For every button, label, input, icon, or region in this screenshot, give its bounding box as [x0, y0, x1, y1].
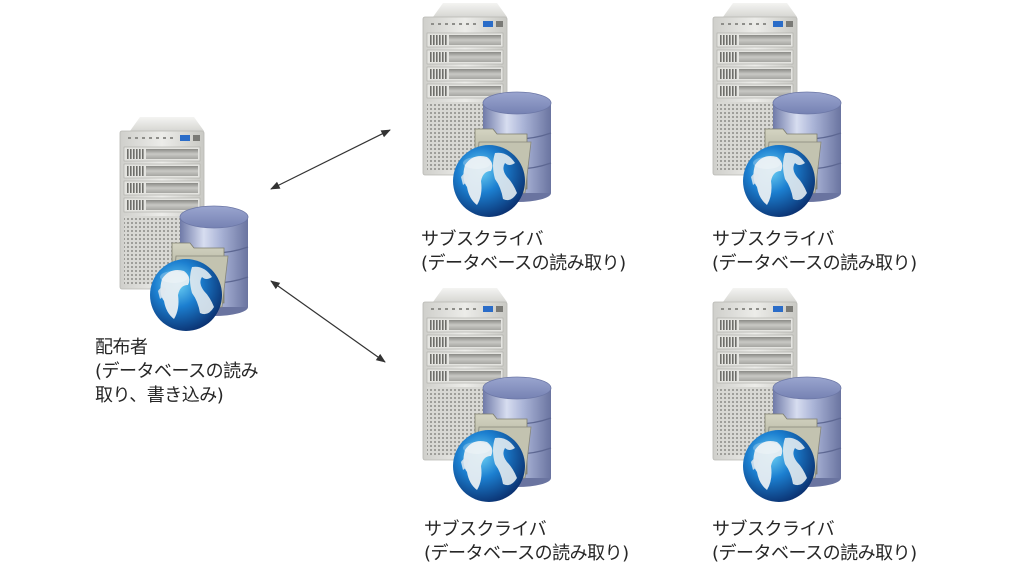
subscriber-label-line: (データベースの読み取り): [712, 543, 917, 564]
subscriber-label-line: (データベースの読み取り): [424, 543, 629, 564]
subscriber-label-line: サブスクライバ: [712, 519, 835, 540]
database-server-icon: [422, 3, 552, 218]
subscriber-label-line: (データベースの読み取り): [421, 253, 626, 274]
publisher-label-line: 配布者: [95, 337, 148, 358]
subscriber-label-line: サブスクライバ: [421, 229, 544, 250]
database-server-icon: [422, 288, 552, 503]
publisher-label: 配布者 (データベースの読み 取り、書き込み): [95, 336, 259, 408]
subscriber-label-line: サブスクライバ: [712, 229, 835, 250]
subscriber-label-line: (データベースの読み取り): [712, 253, 917, 274]
database-server-icon: [712, 288, 842, 503]
database-server-icon: [119, 117, 249, 332]
arrow-publisher-to-subscriber-top: [270, 129, 391, 190]
subscriber-label: サブスクライバ (データベースの読み取り): [712, 228, 917, 276]
database-server-icon: [712, 3, 842, 218]
arrow-publisher-to-subscriber-bottom: [270, 280, 386, 363]
subscriber-label: サブスクライバ (データベースの読み取り): [421, 228, 626, 276]
subscriber-label: サブスクライバ (データベースの読み取り): [712, 518, 917, 566]
subscriber-label: サブスクライバ (データベースの読み取り): [424, 518, 629, 566]
publisher-label-line: (データベースの読み: [95, 361, 259, 382]
subscriber-label-line: サブスクライバ: [424, 519, 547, 540]
publisher-label-line: 取り、書き込み): [95, 385, 224, 406]
